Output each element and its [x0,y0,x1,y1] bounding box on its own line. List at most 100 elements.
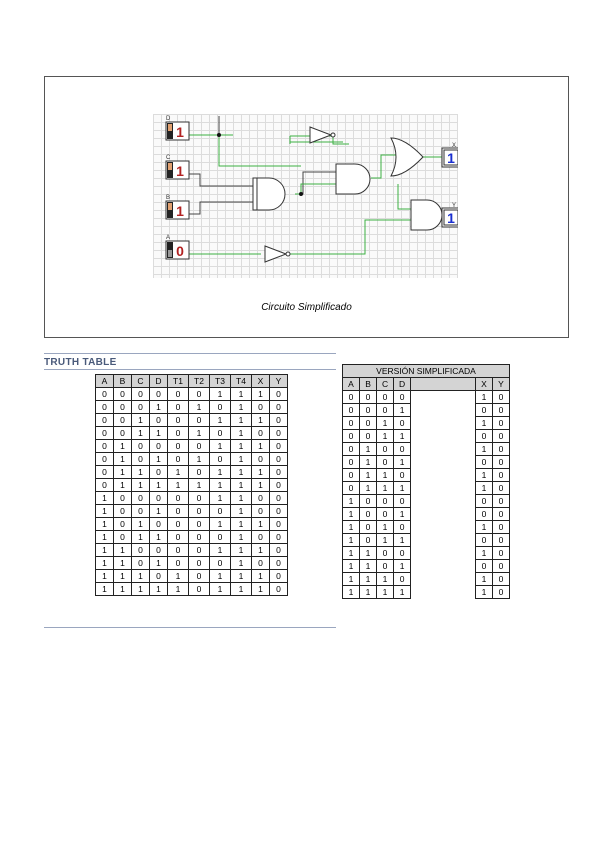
spacer-cell [410,546,476,560]
table-cell: 0 [359,429,378,443]
input-label: D [166,116,171,122]
table-cell: 1 [230,556,252,570]
table-cell: 0 [491,455,511,469]
table-cell: 1 [341,546,361,560]
table-cell: 0 [131,491,150,505]
column-header: T1 [167,374,189,388]
table-cell: 0 [341,481,361,495]
table-cell: 0 [113,426,132,440]
table-cell: 1 [209,569,231,583]
table-cell: 0 [95,478,114,492]
table-cell: 1 [113,543,132,557]
table-cell: 0 [95,426,114,440]
table-cell: 0 [113,400,132,414]
table-cell: 0 [95,439,114,453]
column-header: A [341,377,361,391]
table-cell: 1 [113,452,132,466]
table-cell: 1 [230,400,252,414]
table-cell: 0 [359,390,378,404]
table-cell: 1 [113,478,132,492]
table-cell: 1 [113,582,132,596]
table-cell: 0 [188,504,210,518]
column-header: T2 [188,374,210,388]
circuit-diagram: D 1 C 1 B 1 A [165,116,461,263]
table-cell: 1 [149,530,168,544]
table-cell: 1 [131,465,150,479]
table-cell: 1 [131,517,150,531]
spacer-cell [410,533,476,547]
table-cell: 0 [491,416,511,430]
figure-caption: Circuito Simplificado [261,302,352,313]
input-switch-a[interactable]: A 0 [165,235,190,260]
column-header: A [95,374,114,388]
and-gate-icon [335,163,371,195]
table-cell: 0 [251,504,270,518]
table-cell: 1 [359,572,378,586]
table-cell: 0 [491,481,511,495]
spacer-cell [410,455,476,469]
table-cell: 1 [474,481,493,495]
table-cell: 1 [188,400,210,414]
table-cell: 1 [209,543,231,557]
spacer-cell [410,429,476,443]
table-cell: 0 [269,530,288,544]
table-cell: 0 [474,403,493,417]
table-cell: 1 [95,517,114,531]
table-cell: 1 [341,572,361,586]
input-switch-c[interactable]: C 1 [165,155,190,180]
table-cell: 0 [341,429,361,443]
table-cell: 1 [474,416,493,430]
table-cell: 1 [230,413,252,427]
table-cell: 0 [167,504,189,518]
table-cell: 1 [230,517,252,531]
table-cell: 1 [393,585,412,599]
table-cell: 0 [209,556,231,570]
table-cell: 0 [149,387,168,401]
table-cell: 1 [376,572,395,586]
table-cell: 1 [359,585,378,599]
table-cell: 0 [269,387,288,401]
not-gate-icon [264,245,291,263]
table-cell: 0 [491,403,511,417]
table-cell: 0 [491,507,511,521]
column-header: Y [491,377,511,391]
spacer-cell [410,377,476,391]
table-cell: 0 [188,413,210,427]
table-cell: 0 [113,504,132,518]
table-cell: 1 [113,465,132,479]
input-switch-d[interactable]: D 1 [165,116,190,141]
table-cell: 0 [131,439,150,453]
wire [189,116,301,167]
table-cell: 1 [251,569,270,583]
table-cell: 1 [149,452,168,466]
table-cell: 0 [376,494,395,508]
table-cell: 1 [167,478,189,492]
table-cell: 1 [113,439,132,453]
table-cell: 0 [251,530,270,544]
table-cell: 0 [167,517,189,531]
table-cell: 0 [491,546,511,560]
input-switch-b[interactable]: B 1 [165,195,190,220]
table-cell: 0 [149,517,168,531]
table-cell: 0 [393,390,412,404]
table-cell: 0 [269,543,288,557]
table-cell: 1 [230,387,252,401]
table-cell: 1 [393,533,412,547]
table-cell: 0 [131,556,150,570]
input-value: 1 [176,203,184,219]
table-cell: 1 [393,481,412,495]
table-cell: 0 [393,442,412,456]
section-divider [44,353,336,354]
